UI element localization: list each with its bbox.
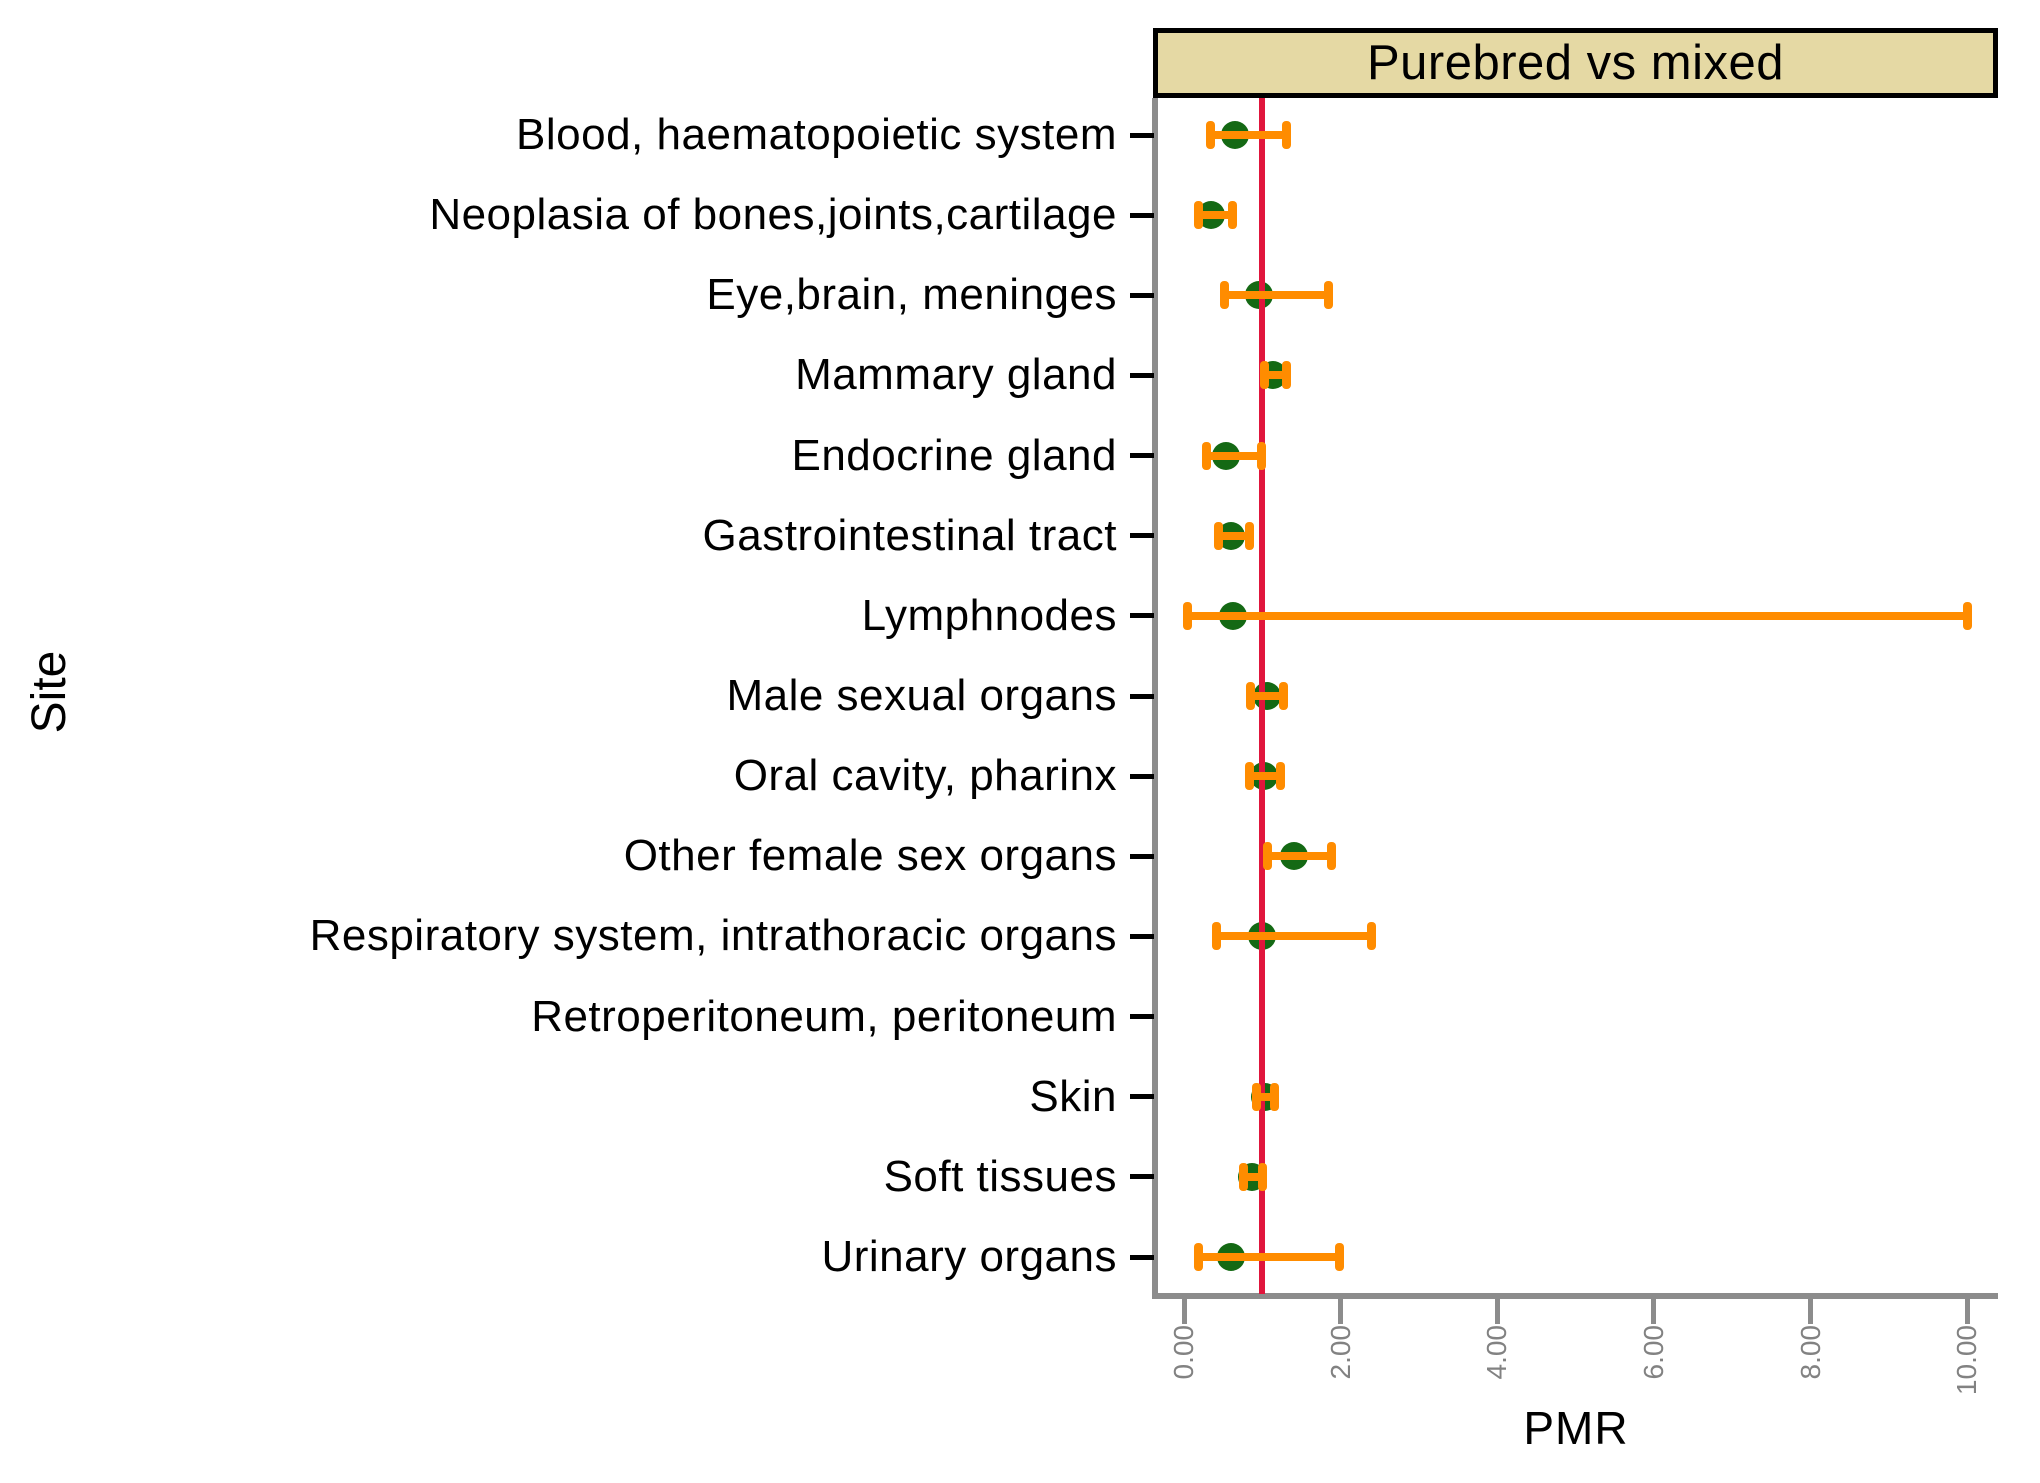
category-label: Other female sex organs xyxy=(623,831,1117,881)
x-tick xyxy=(1338,1299,1344,1324)
error-cap-left xyxy=(1245,762,1255,791)
panel-title-box: Purebred vs mixed xyxy=(1153,28,1998,98)
error-cap-left xyxy=(1182,601,1192,630)
error-bar xyxy=(1256,1092,1275,1101)
error-cap-left xyxy=(1239,1162,1249,1191)
error-cap-right xyxy=(1275,762,1285,791)
category-label: Male sexual organs xyxy=(726,671,1117,720)
category-label: Blood, haematopoietic system xyxy=(516,110,1117,159)
panel-title: Purebred vs mixed xyxy=(1366,36,1784,90)
error-cap-right xyxy=(1257,441,1267,470)
error-cap-right xyxy=(1228,201,1238,230)
error-cap-right xyxy=(1367,922,1377,951)
category-label: Skin xyxy=(1029,1071,1117,1121)
y-axis-line xyxy=(1152,98,1158,1299)
y-tick xyxy=(1130,533,1154,539)
y-tick xyxy=(1130,613,1154,619)
error-bar xyxy=(1206,451,1262,460)
error-cap-left xyxy=(1220,281,1230,310)
x-tick xyxy=(1181,1299,1187,1324)
y-tick xyxy=(1130,1174,1154,1180)
x-tick xyxy=(1651,1299,1657,1324)
x-tick xyxy=(1808,1299,1814,1324)
error-cap-left xyxy=(1212,922,1222,951)
x-tick xyxy=(1964,1299,1970,1324)
y-tick xyxy=(1130,773,1154,779)
error-bar xyxy=(1243,1172,1263,1181)
x-axis-title: PMR xyxy=(1523,1402,1629,1454)
y-tick xyxy=(1130,933,1154,939)
error-cap-left xyxy=(1262,842,1272,871)
y-tick xyxy=(1130,212,1154,218)
y-tick xyxy=(1130,132,1154,138)
error-cap-right xyxy=(1962,601,1972,630)
error-bar xyxy=(1210,131,1287,139)
x-tick-label: 8.00 xyxy=(1794,1325,1826,1380)
error-cap-left xyxy=(1206,121,1216,149)
error-cap-right xyxy=(1278,682,1288,710)
error-cap-right xyxy=(1244,521,1254,550)
error-cap-right xyxy=(1334,1243,1344,1271)
error-cap-left xyxy=(1260,361,1270,390)
y-tick xyxy=(1130,292,1154,298)
y-tick xyxy=(1130,453,1154,459)
x-tick-label: 0.00 xyxy=(1168,1325,1199,1380)
category-label: Gastrointestinal tract xyxy=(702,510,1117,560)
error-bar xyxy=(1264,371,1287,380)
category-label: Soft tissues xyxy=(883,1151,1117,1201)
category-label: Neoplasia of bones,joints,cartilage xyxy=(429,190,1117,240)
error-cap-left xyxy=(1213,521,1223,550)
category-label: Respiratory system, intrathoracic organs xyxy=(309,911,1117,961)
error-cap-right xyxy=(1282,361,1292,390)
error-bar xyxy=(1267,852,1332,861)
category-label: Lymphnodes xyxy=(861,590,1117,640)
y-tick xyxy=(1130,693,1154,699)
error-bar xyxy=(1250,692,1284,700)
x-axis-line xyxy=(1152,1293,1998,1299)
error-cap-right xyxy=(1257,1162,1267,1191)
x-tick-label: 2.00 xyxy=(1324,1325,1356,1380)
x-tick-label: 10.00 xyxy=(1951,1325,1983,1396)
y-tick xyxy=(1130,1094,1154,1100)
error-bar xyxy=(1216,932,1372,941)
x-tick-label: 6.00 xyxy=(1637,1325,1669,1380)
x-tick xyxy=(1494,1299,1500,1324)
error-cap-right xyxy=(1282,121,1292,149)
category-label: Endocrine gland xyxy=(791,430,1117,480)
y-tick xyxy=(1130,372,1154,378)
error-cap-left xyxy=(1202,441,1212,470)
error-cap-left xyxy=(1252,1082,1262,1111)
error-cap-left xyxy=(1194,201,1204,230)
error-cap-right xyxy=(1326,842,1336,871)
error-bar xyxy=(1198,1253,1340,1261)
error-bar xyxy=(1198,211,1233,220)
category-label: Urinary organs xyxy=(821,1232,1117,1281)
error-cap-right xyxy=(1270,1082,1280,1111)
y-axis-title: Site xyxy=(23,650,76,734)
y-tick xyxy=(1130,1254,1154,1260)
y-tick xyxy=(1130,853,1154,859)
error-bar xyxy=(1218,531,1249,540)
error-cap-left xyxy=(1194,1243,1204,1271)
category-label: Eye,brain, meninges xyxy=(706,270,1117,320)
error-bar xyxy=(1224,291,1329,300)
x-tick-label: 4.00 xyxy=(1481,1325,1513,1380)
error-bar xyxy=(1187,611,1968,620)
error-cap-right xyxy=(1323,281,1333,310)
category-label: Retroperitoneum, peritoneum xyxy=(531,991,1117,1041)
category-label: Mammary gland xyxy=(795,350,1117,400)
y-tick xyxy=(1130,1014,1154,1020)
error-bar xyxy=(1249,772,1281,781)
error-cap-left xyxy=(1246,682,1256,710)
category-label: Oral cavity, pharinx xyxy=(733,751,1117,801)
